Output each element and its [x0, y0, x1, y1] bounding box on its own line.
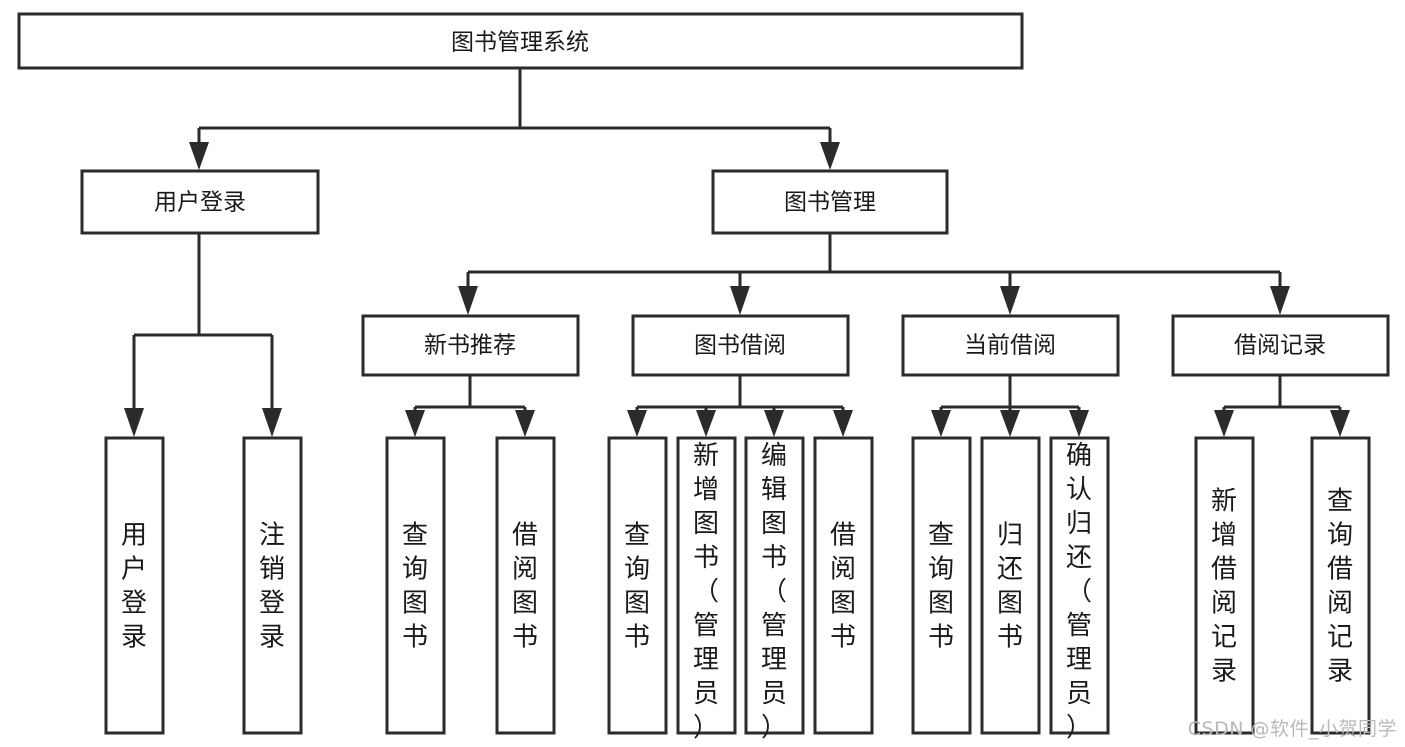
arrow-head-book-management: [820, 142, 840, 170]
arrow-head-leaf-borrow-book-1: [515, 410, 535, 437]
leaf-logout-login-label: 注销登录: [259, 521, 285, 653]
leaf-layer: 用户登录 注销登录 查询图书 借阅图书 查询图书 新增图书（管理员） 编辑图书（…: [104, 436, 1371, 743]
leaf-query-book-3-label: 查询图书: [928, 521, 954, 653]
leaf-query-borrow-record[interactable]: 查询借阅记录: [1310, 436, 1371, 735]
leaf-borrow-book-2-box[interactable]: [813, 436, 874, 735]
leaf-query-book-3-box[interactable]: [911, 436, 972, 735]
leaf-query-borrow-record-box[interactable]: [1310, 436, 1371, 735]
leaf-user-login-box[interactable]: [104, 436, 165, 735]
leaf-add-book-admin-label: 新增图书（管理员）: [693, 441, 719, 743]
arrow-head-leaf-add-borrow-record: [1214, 410, 1234, 437]
arrow-head-leaf-add-book-admin: [696, 410, 716, 437]
leaf-query-book-2-label: 查询图书: [624, 521, 650, 653]
node-current-borrow-label: 当前借阅: [964, 333, 1056, 359]
leaf-edit-book-admin-box[interactable]: [744, 436, 805, 735]
arrow-head-leaf-query-borrow-record: [1330, 410, 1350, 437]
arrow-head-current-borrow: [1000, 286, 1020, 315]
node-book-management-label: 图书管理: [784, 190, 876, 216]
leaf-return-book-label: 归还图书: [997, 521, 1023, 653]
arrow-head-leaf-query-book-1: [405, 410, 425, 437]
arrow-head-leaf-logout-login: [262, 408, 282, 437]
node-book-borrow-box[interactable]: [631, 314, 850, 377]
leaf-confirm-return-admin[interactable]: 确认归还（管理员）: [1049, 436, 1110, 743]
node-borrow-record-box[interactable]: [1171, 314, 1390, 377]
leaf-query-book-1-box[interactable]: [385, 436, 446, 735]
leaf-logout-login-box[interactable]: [242, 436, 303, 735]
leaf-borrow-book-1-label: 借阅图书: [512, 521, 538, 653]
node-new-book-recommend[interactable]: 新书推荐: [361, 314, 580, 377]
node-new-book-recommend-label: 新书推荐: [424, 333, 516, 359]
leaf-edit-book-admin-label: 编辑图书（管理员）: [761, 441, 787, 743]
leaf-borrow-book-1-box[interactable]: [495, 436, 556, 735]
arrow-head-user-login: [189, 142, 209, 170]
leaf-borrow-book-2-label: 借阅图书: [830, 521, 856, 653]
node-root[interactable]: 图书管理系统: [17, 12, 1024, 70]
leaf-add-book-admin[interactable]: 新增图书（管理员）: [676, 436, 737, 743]
leaf-query-book-1-label: 查询图书: [402, 521, 428, 653]
arrow-head-leaf-confirm-return: [1069, 410, 1089, 437]
node-current-borrow[interactable]: 当前借阅: [901, 314, 1120, 377]
node-borrow-record[interactable]: 借阅记录: [1171, 314, 1390, 377]
leaf-user-login[interactable]: 用户登录: [104, 436, 165, 735]
leaf-confirm-return-admin-label: 确认归还（管理员）: [1066, 441, 1092, 743]
node-root-label: 图书管理系统: [451, 30, 589, 56]
arrow-head-book-borrow: [730, 286, 750, 315]
leaf-confirm-return-admin-box[interactable]: [1049, 436, 1110, 735]
node-user-login-box[interactable]: [80, 169, 320, 235]
node-root-box[interactable]: [17, 12, 1024, 70]
arrow-head-borrow-record: [1270, 286, 1290, 315]
leaf-add-borrow-record-label: 新增借阅记录: [1211, 487, 1237, 687]
leaf-query-book-2-box[interactable]: [607, 436, 668, 735]
node-current-borrow-box[interactable]: [901, 314, 1120, 377]
leaf-query-book-2[interactable]: 查询图书: [607, 436, 668, 735]
node-user-login-label: 用户登录: [154, 190, 246, 216]
arrow-head-leaf-edit-book-admin: [764, 410, 784, 437]
arrow-head-leaf-return-book: [1000, 410, 1020, 437]
node-book-borrow[interactable]: 图书借阅: [631, 314, 850, 377]
node-user-login[interactable]: 用户登录: [80, 169, 320, 235]
node-new-book-recommend-box[interactable]: [361, 314, 580, 377]
node-book-management[interactable]: 图书管理: [711, 169, 949, 235]
leaf-return-book[interactable]: 归还图书: [980, 436, 1041, 735]
connector-layer: [124, 68, 1350, 437]
leaf-query-borrow-record-label: 查询借阅记录: [1327, 487, 1353, 687]
arrow-head-leaf-query-book-2: [627, 410, 647, 437]
leaf-edit-book-admin[interactable]: 编辑图书（管理员）: [744, 436, 805, 743]
arrow-head-leaf-borrow-book-2: [833, 410, 853, 437]
leaf-user-login-label: 用户登录: [121, 521, 147, 653]
leaf-logout-login[interactable]: 注销登录: [242, 436, 303, 735]
leaf-borrow-book-2[interactable]: 借阅图书: [813, 436, 874, 735]
arrow-head-new-book-recommend: [458, 286, 478, 315]
arrow-head-leaf-query-book-3: [931, 410, 951, 437]
leaf-add-borrow-record[interactable]: 新增借阅记录: [1194, 436, 1255, 735]
node-borrow-record-label: 借阅记录: [1234, 333, 1326, 359]
node-book-borrow-label: 图书借阅: [694, 333, 786, 359]
csdn-watermark: CSDN @软件_小贺同学: [1187, 718, 1397, 740]
leaf-return-book-box[interactable]: [980, 436, 1041, 735]
leaf-add-borrow-record-box[interactable]: [1194, 436, 1255, 735]
arrow-head-leaf-user-login: [124, 408, 144, 437]
leaf-add-book-admin-box[interactable]: [676, 436, 737, 735]
node-book-management-box[interactable]: [711, 169, 949, 235]
leaf-query-book-3[interactable]: 查询图书: [911, 436, 972, 735]
leaf-borrow-book-1[interactable]: 借阅图书: [495, 436, 556, 735]
leaf-query-book-1[interactable]: 查询图书: [385, 436, 446, 735]
